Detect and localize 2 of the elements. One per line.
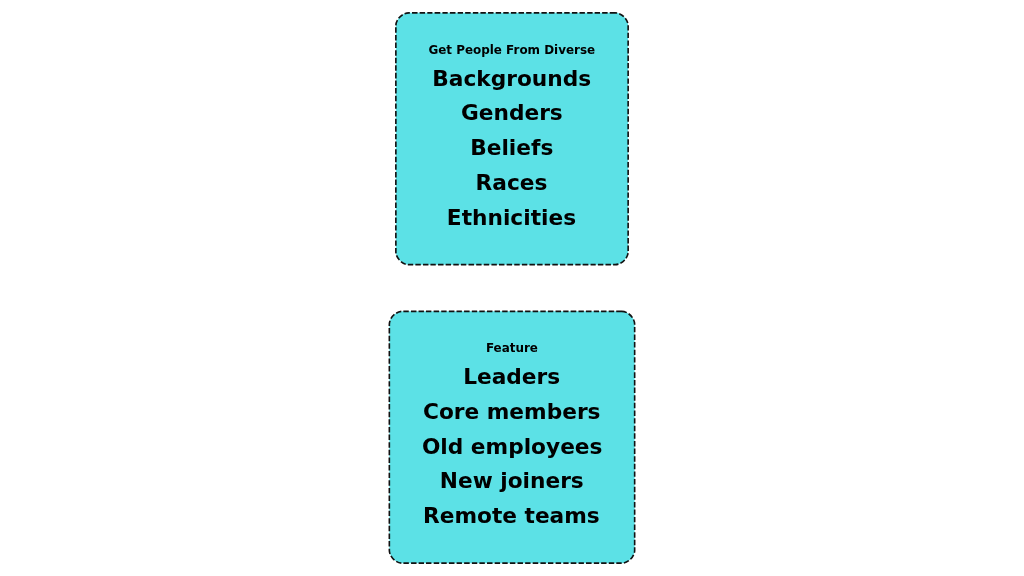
node-box: Get People From Diverse Backgrounds Genders Beliefs Races Ethnicities (395, 12, 629, 266)
node-box: Feature Leaders Core members Old employees New joiners Remote teams (388, 310, 636, 564)
